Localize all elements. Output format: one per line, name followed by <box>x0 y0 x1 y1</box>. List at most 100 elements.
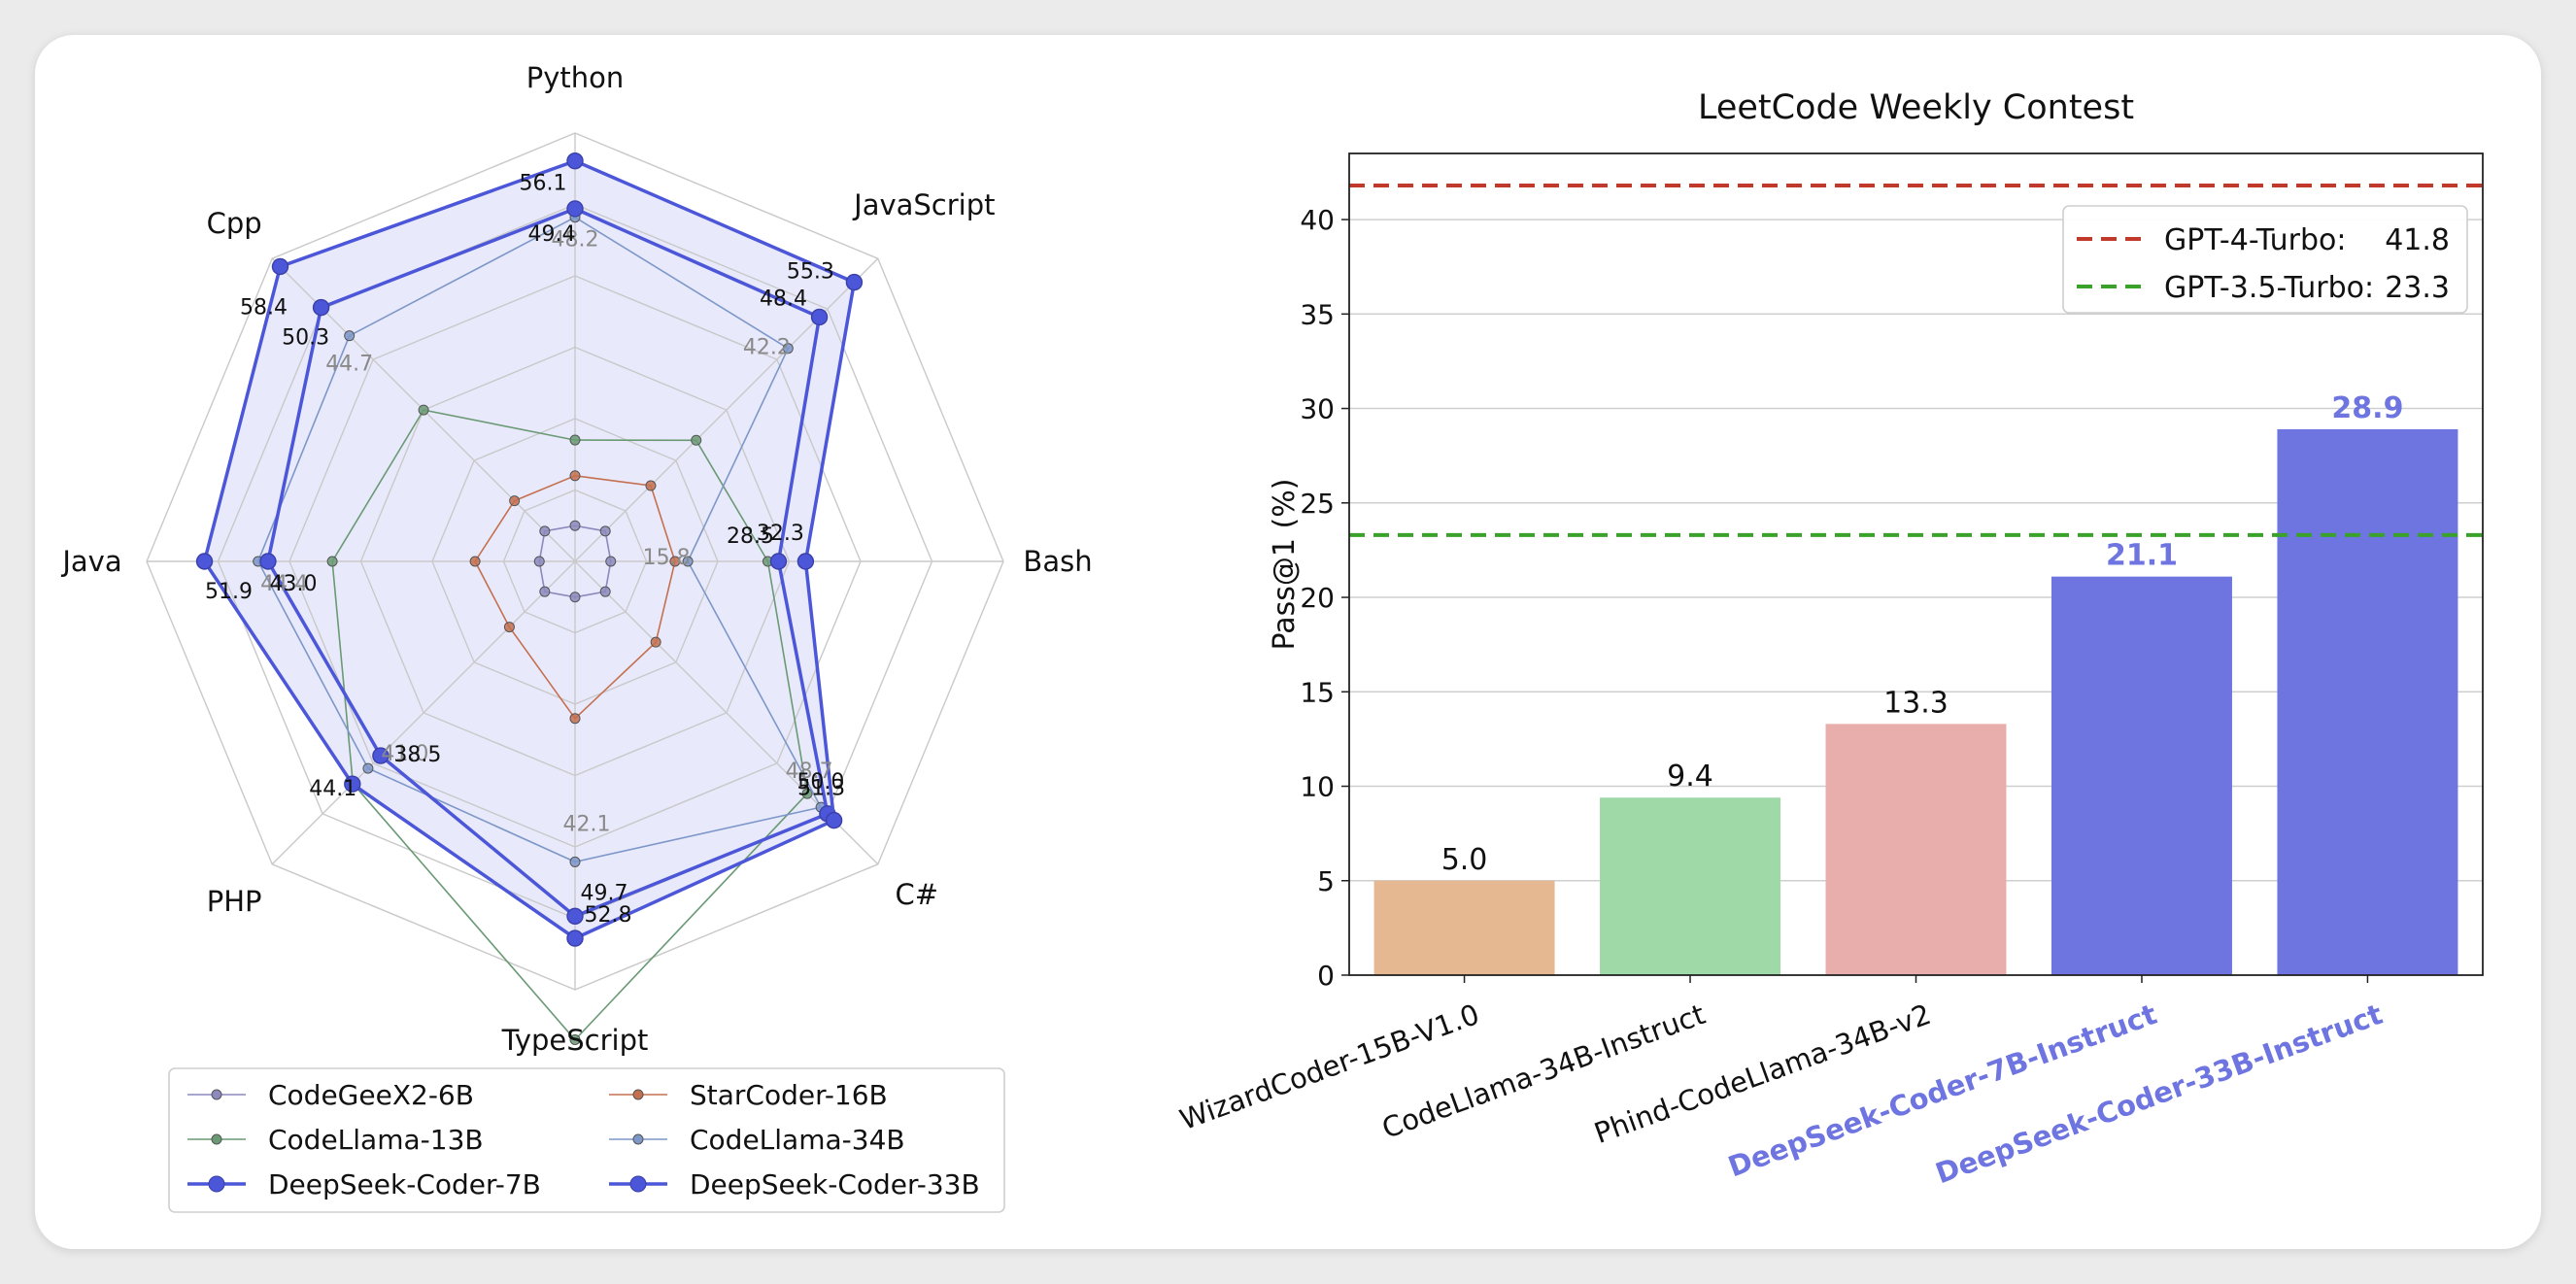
radar-value-label: 58.4 <box>240 295 288 320</box>
bar-value-label: 21.1 <box>2106 539 2178 573</box>
radar-point <box>782 343 794 355</box>
legend-reference-value: 41.8 <box>2385 223 2450 257</box>
y-tick-label: 10 <box>1300 771 1335 803</box>
legend-marker-swatch <box>629 1175 647 1193</box>
radar-value-label: 15.8 <box>643 546 691 570</box>
legend-series-label: CodeGeeX2-6B <box>268 1079 474 1111</box>
radar-value-label: 43.0 <box>269 572 317 596</box>
radar-value-label: 50.0 <box>797 770 844 794</box>
radar-point <box>533 556 545 567</box>
radar-point <box>539 525 551 537</box>
radar-axis-label: Cpp <box>207 207 262 240</box>
radar-point <box>539 586 551 597</box>
radar-point <box>566 907 584 925</box>
radar-point <box>372 747 390 764</box>
bar <box>1373 880 1555 975</box>
legend-series-label: DeepSeek-Coder-33B <box>690 1168 980 1200</box>
radar-point <box>503 622 515 633</box>
bar <box>1600 797 1781 975</box>
radar-point <box>566 152 584 170</box>
radar-value-label: 32.3 <box>757 522 804 546</box>
radar-axis-label: PHP <box>207 885 262 918</box>
radar-point <box>566 929 584 947</box>
radar-point <box>569 1033 581 1045</box>
chart-title: LeetCode Weekly Contest <box>1698 88 2134 127</box>
legend-series-label: DeepSeek-Coder-7B <box>268 1168 541 1200</box>
bar-value-label: 5.0 <box>1441 843 1488 877</box>
legend-reference-name: GPT-4-Turbo: <box>2164 223 2347 257</box>
radar-axis-label: Python <box>526 61 625 94</box>
bar <box>2051 576 2232 975</box>
legend-reference-value: 23.3 <box>2385 271 2450 305</box>
legend-marker-swatch <box>632 1089 644 1100</box>
radar-value-label: 44.7 <box>325 353 373 377</box>
radar-point <box>569 470 581 482</box>
radar-axis-label: C# <box>896 878 939 911</box>
radar-point <box>195 553 214 570</box>
radar-point <box>810 308 829 326</box>
legend-marker-swatch <box>632 1133 644 1145</box>
radar-point <box>509 495 521 507</box>
radar-legend: CodeGeeX2-6B StarCoder-16B CodeLlama-13B Co… <box>168 1067 1005 1213</box>
radar-point <box>650 636 661 648</box>
radar-value-label: 38.5 <box>393 743 441 767</box>
radar-point <box>569 713 581 725</box>
radar-value-label: 55.3 <box>787 260 834 285</box>
legend-marker-swatch <box>208 1175 225 1193</box>
legend-series-label: StarCoder-16B <box>690 1079 888 1111</box>
radar-point <box>271 257 289 276</box>
radar-value-label: 44.1 <box>309 777 356 801</box>
radar-fill-area <box>204 160 855 939</box>
radar-point <box>312 298 330 317</box>
bar-value-label: 13.3 <box>1883 686 1949 720</box>
y-tick-label: 40 <box>1300 204 1335 236</box>
legend-series-label: CodeLlama-13B <box>268 1124 484 1156</box>
radar-point <box>797 553 815 570</box>
radar-point <box>569 520 581 531</box>
radar-spoke <box>271 560 576 865</box>
radar-point <box>669 556 681 567</box>
bar-value-label: 9.4 <box>1667 760 1713 794</box>
radar-point <box>569 434 581 446</box>
radar-value-label: 56.1 <box>520 172 567 196</box>
radar-value-label: 49.4 <box>528 222 576 247</box>
y-tick-label: 20 <box>1300 582 1335 614</box>
bar <box>2277 428 2458 975</box>
radar-point <box>569 591 581 603</box>
radar-axis-label: JavaScript <box>852 188 995 221</box>
radar-point <box>259 553 277 570</box>
radar-point <box>605 556 617 567</box>
radar-value-label: 41.0 <box>381 742 428 766</box>
radar-point <box>801 788 813 799</box>
radar-point <box>362 762 374 774</box>
radar-point <box>599 586 611 597</box>
bar <box>1825 724 2007 975</box>
radar-value-label: 51.3 <box>797 777 845 801</box>
radar-point <box>344 330 356 342</box>
y-tick-label: 30 <box>1300 393 1335 425</box>
radar-point <box>344 775 361 793</box>
radar-point <box>418 404 429 416</box>
radar-axis-label: TypeScript <box>501 1024 649 1057</box>
radar-value-label: 28.5 <box>727 524 774 549</box>
bar-chart: 05101520253035405.0WizardCoder-15B-V1.09… <box>1175 88 2484 1190</box>
legend-marker-swatch <box>211 1089 222 1100</box>
legend-series-label: CodeLlama-34B <box>690 1124 905 1156</box>
radar-value-label: 48.7 <box>786 760 833 784</box>
y-axis-label: Pass@1 (%) <box>1268 479 1302 651</box>
radar-point <box>769 553 788 570</box>
radar-point <box>566 200 584 218</box>
radar-value-label: 51.9 <box>205 580 253 604</box>
radar-point <box>691 434 702 446</box>
bar-value-label: 28.9 <box>2331 391 2403 425</box>
y-tick-label: 15 <box>1300 676 1335 708</box>
radar-value-label: 52.8 <box>585 903 632 928</box>
radar-point <box>682 556 694 567</box>
radar-spoke <box>574 257 879 562</box>
radar-point <box>825 811 843 829</box>
radar-value-label: 44.4 <box>260 572 308 596</box>
radar-value-label: 42.1 <box>563 812 611 836</box>
radar-value-label: 49.7 <box>581 881 628 905</box>
reference-legend-frame <box>2062 205 2468 314</box>
